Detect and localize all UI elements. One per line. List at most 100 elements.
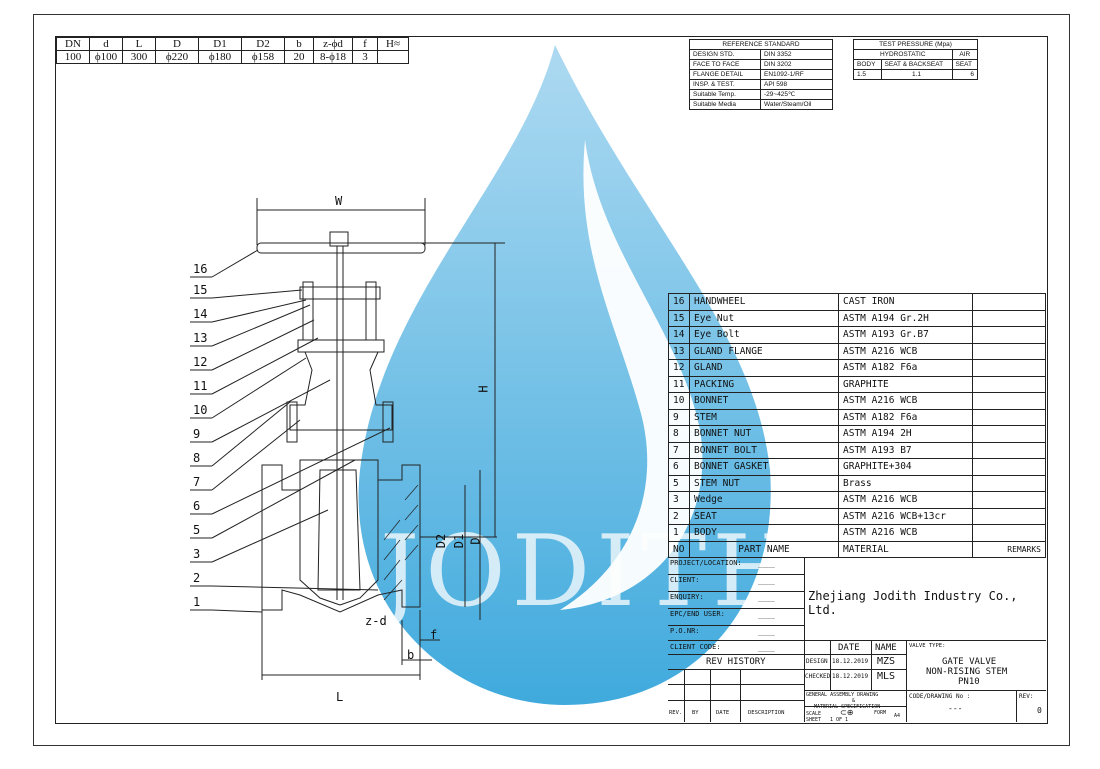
tp-col: SEAT & BACKSEAT [880,59,953,70]
callout-11: 11 [193,379,208,393]
ref-val: EN1092-1/RF [760,69,833,80]
callout-14: 14 [193,307,208,321]
po-label: P.O.NR: [670,627,700,635]
bom-part: GLAND FLANGE [689,342,839,360]
bom-material: ASTM A182 F6a [838,359,973,377]
bom-header-no: NO [668,540,690,558]
bom-no: 3 [668,491,690,509]
bom-no: 15 [668,309,690,327]
drawing-inner-frame [55,36,1048,724]
bom-part: BONNET NUT [689,425,839,443]
ref-key: DESIGN STD. [689,49,761,60]
dim-header: f [352,37,378,51]
callout-12: 12 [193,355,208,369]
date-col: DATE [716,710,730,716]
dim-header: z-ϕd [313,37,353,51]
sheet-value: 1 OF 1 [830,717,849,723]
callout-5: 5 [193,523,201,537]
bom-material: Brass [838,474,973,492]
enquiry-value: ____ [758,594,775,602]
dim-header: b [284,37,314,51]
checked-label: CHECKED [805,673,831,680]
bom-material: ASTM A193 Gr.B7 [838,326,973,344]
dim-label-f: f [430,628,438,642]
rev-label: REV: [1019,693,1034,700]
dim-value: ϕ158 [241,50,285,64]
dim-label-w: W [335,194,343,208]
bom-material: ASTM A216 WCB [838,342,973,360]
projection-symbol-icon: ⊂⊕ [840,708,854,717]
ref-key: FLANGE DETAIL [689,69,761,80]
callout-8: 8 [193,451,201,465]
bom-part: STEM NUT [689,474,839,492]
valve-type-line1: GATE VALVE [942,657,997,667]
form-value: A4 [894,713,901,719]
tp-val: 1.1 [880,69,953,80]
bom-material: ASTM A182 F6a [838,408,973,426]
bom-part: PACKING [689,375,839,393]
client-code-label: CLIENT CODE: [670,643,721,651]
bom-no: 8 [668,425,690,443]
dim-value: 8-ϕ18 [313,50,353,64]
callout-15: 15 [193,283,208,297]
bom-material: ASTM A194 Gr.2H [838,309,973,327]
client-code-value: ____ [758,644,775,652]
bom-material: CAST IRON [838,293,973,311]
bom-remarks [972,524,1046,542]
bom-remarks [972,359,1046,377]
test-pressure-title: TEST PRESSURE (Mpa) [853,39,978,50]
dim-header: D [155,37,199,51]
ref-val: Water/Steam/Oil [760,99,833,110]
dimensions-table: DN d L D D1 D2 b z-ϕd f H≈ 100 ϕ100 300 … [56,37,409,64]
ref-key: Suitable Media [689,99,761,110]
reference-standard-table: REFERENCE STANDARD DESIGN STD.DIN 3352 F… [689,39,833,110]
dim-label-b: b [407,648,415,662]
dim-value: 100 [56,50,90,64]
checked-name: MLS [877,671,896,682]
dim-value: 20 [284,50,314,64]
ref-val: API 598 [760,79,833,90]
bom-material: ASTM A216 WCB [838,524,973,542]
bom-part: GLAND [689,359,839,377]
epc-label: EPC/END USER: [670,610,725,618]
bom-no: 13 [668,342,690,360]
tp-col: BODY [853,59,882,70]
bom-no: 11 [668,375,690,393]
dim-value: ϕ100 [89,50,123,64]
client-label: CLIENT: [670,576,700,584]
bom-remarks [972,309,1046,327]
dim-label-d: D [468,537,483,545]
name-header: NAME [875,643,897,653]
po-value: ____ [758,628,775,636]
reference-standard-title: REFERENCE STANDARD [689,39,833,50]
bom-part: BONNET [689,392,839,410]
dimensions-value-row: 100 ϕ100 300 ϕ220 ϕ180 ϕ158 20 8-ϕ18 3 [56,50,409,64]
dim-header: DN [56,37,90,51]
bom-no: 16 [668,293,690,311]
bom-part: BONNET BOLT [689,441,839,459]
dim-value: 300 [122,50,156,64]
air-label: AIR [951,49,979,60]
checked-date: 18.12.2019 [832,673,869,680]
callout-10: 10 [193,403,208,417]
bom-material: ASTM A193 B7 [838,441,973,459]
valve-section-drawing [190,198,505,680]
callout-9: 9 [193,427,201,441]
dimensions-header-row: DN d L D D1 D2 b z-ϕd f H≈ [56,37,409,51]
form-label: FORM [874,710,887,716]
company-name: Zhejiang Jodith Industry Co., Ltd. [808,589,1018,617]
dim-value: 3 [352,50,378,64]
rev-col: REV. [669,710,683,716]
ref-key: FACE TO FACE [689,59,761,70]
bom-remarks [972,392,1046,410]
bom-part: Eye Nut [689,309,839,327]
bom-material: GRAPHITE+304 [838,458,973,476]
bom-part: SEAT [689,507,839,525]
